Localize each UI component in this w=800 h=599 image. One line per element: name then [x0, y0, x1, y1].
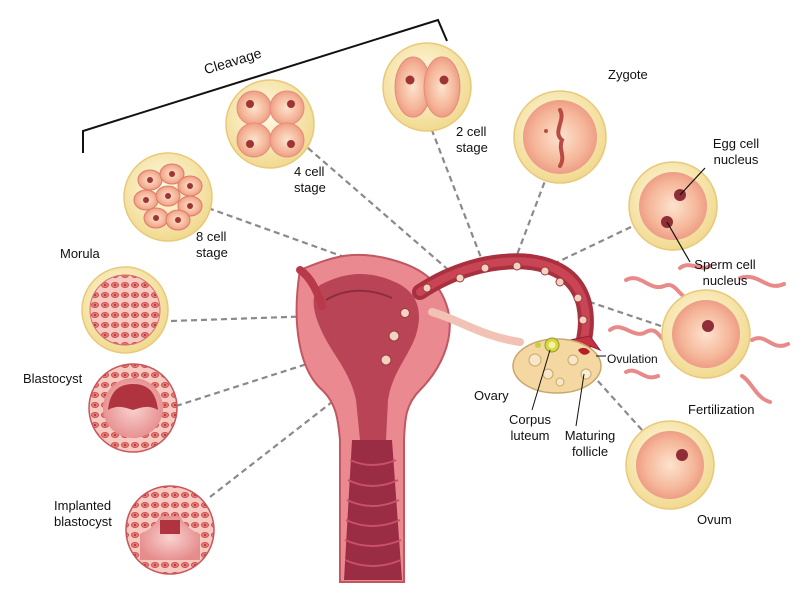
- eight-cell-label: 8 cell stage: [196, 229, 228, 260]
- fertilization-label: Fertilization: [688, 402, 755, 417]
- blastocyst-cell: [88, 363, 178, 453]
- corpus-luteum-label: Corpus luteum: [509, 412, 551, 443]
- blastocyst-label: Blastocyst: [23, 371, 83, 386]
- embryo-dots: [380, 261, 588, 366]
- ovulation-label: Ovulation: [607, 352, 658, 366]
- fertilization-cell: [661, 289, 751, 379]
- cleavage-bracket: [82, 18, 448, 153]
- maturing-follicle-label: Maturing follicle: [564, 428, 616, 459]
- zygote-cell: [513, 90, 607, 184]
- left-tube: [296, 266, 326, 310]
- ovum-label: Ovum: [697, 512, 732, 527]
- ovum-cell: [625, 420, 715, 510]
- morula-label: Morula: [60, 246, 100, 261]
- implanted-blastocyst-cell: [125, 485, 215, 575]
- zygote-label: Zygote: [608, 67, 648, 82]
- morula-cell: [81, 266, 169, 354]
- ovary-leaders: [531, 349, 606, 427]
- ovary-label: Ovary: [474, 388, 509, 403]
- uterus: [295, 253, 451, 583]
- implanted-blastocyst-label: Implanted blastocyst: [54, 498, 112, 529]
- two-cell-stage: [382, 42, 472, 132]
- pronuclei-cell: [628, 161, 718, 263]
- four-cell-label: 4 cell stage: [294, 164, 326, 195]
- egg-cell-nucleus-label: Egg cell nucleus: [712, 136, 760, 167]
- two-cell-label: 2 cell stage: [456, 124, 488, 155]
- eight-cell-stage: [123, 152, 213, 242]
- ovarian-ligament: [428, 308, 524, 346]
- ovary: [512, 337, 602, 394]
- sperm-cell-nucleus-label: Sperm cell nucleus: [694, 257, 756, 288]
- sperm-cells: [608, 263, 790, 404]
- four-cell-stage: [225, 79, 315, 169]
